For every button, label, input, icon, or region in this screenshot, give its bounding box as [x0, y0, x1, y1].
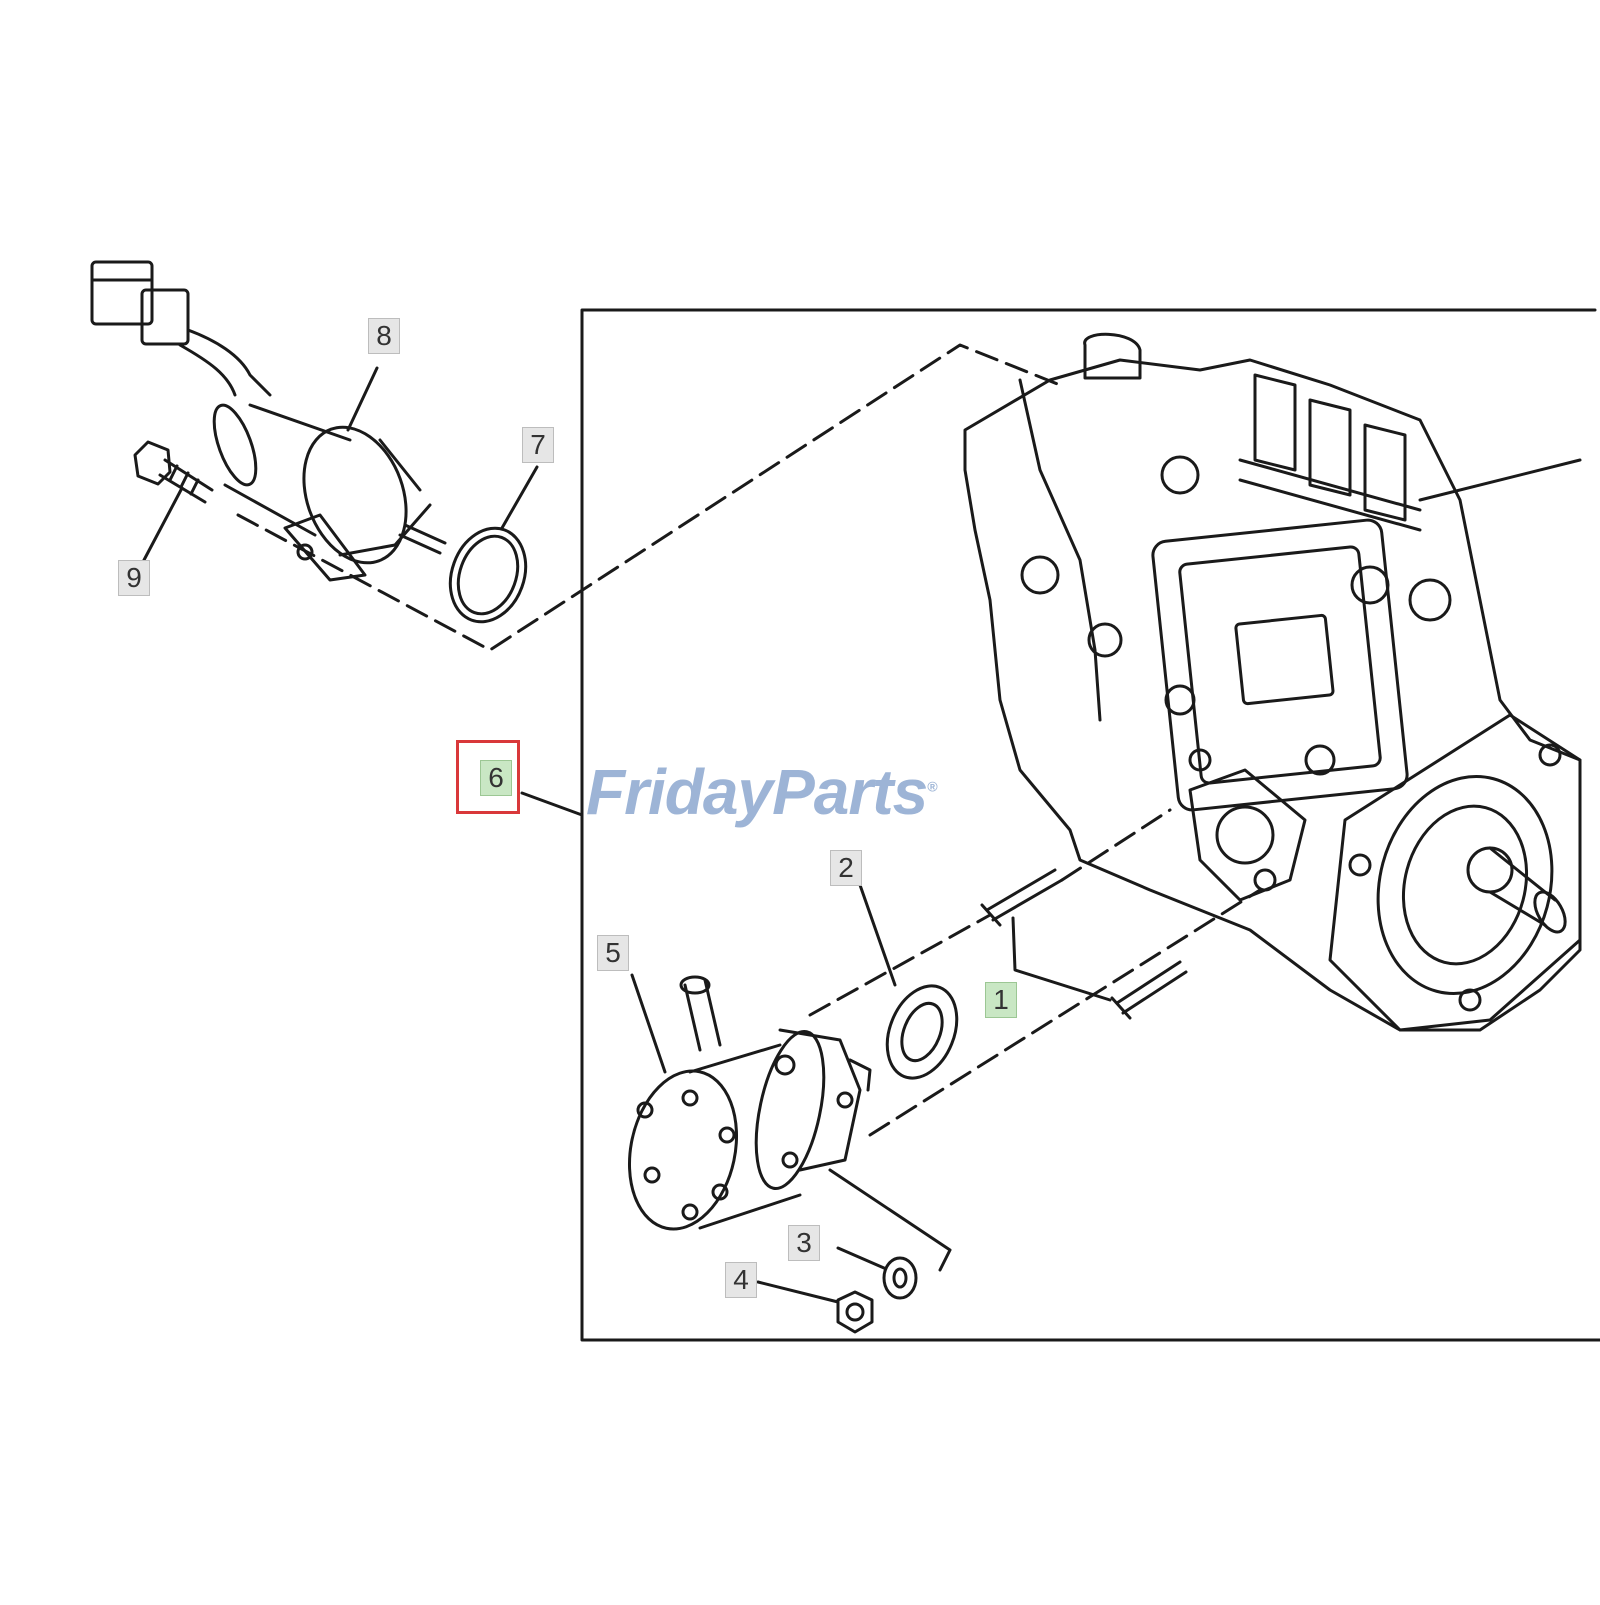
watermark-text-parts: Parts	[772, 756, 928, 828]
callout-9[interactable]: 9	[118, 560, 150, 596]
lift-pump-part-5	[627, 973, 952, 1272]
callout-label: 7	[530, 429, 546, 460]
callout-label: 3	[796, 1227, 812, 1258]
callout-label: 4	[733, 1264, 749, 1295]
gasket-part-2	[885, 984, 959, 1080]
washer-part-3	[836, 1246, 918, 1300]
leader-9	[142, 486, 184, 562]
screw-part-9	[133, 440, 214, 504]
callout-label: 1	[993, 984, 1009, 1015]
assembly-frame	[580, 308, 1600, 1342]
callout-label: 9	[126, 562, 142, 593]
callout-8[interactable]: 8	[368, 318, 400, 354]
watermark-text-friday: Friday	[586, 756, 773, 828]
callout-6-highlight-frame	[456, 740, 520, 814]
callout-7[interactable]: 7	[522, 427, 554, 463]
callout-label: 2	[838, 852, 854, 883]
o-ring-part-7	[448, 526, 528, 624]
registered-mark: ®	[927, 778, 937, 795]
callout-label: 5	[605, 937, 621, 968]
callout-label: 6	[488, 762, 504, 793]
leader-8	[346, 366, 379, 432]
nut-part-4	[756, 1280, 874, 1334]
callout-4[interactable]: 4	[725, 1262, 757, 1298]
leader-7	[500, 465, 539, 530]
dashed-leader-solenoid	[236, 343, 1062, 652]
solenoid-part-8	[90, 260, 447, 582]
leader-2	[858, 883, 897, 987]
callout-5[interactable]: 5	[597, 935, 629, 971]
callout-label: 8	[376, 320, 392, 351]
callout-6[interactable]: 6	[480, 760, 512, 796]
callout-2[interactable]: 2	[830, 850, 862, 886]
callout-3[interactable]: 3	[788, 1225, 820, 1261]
callout-1[interactable]: 1	[985, 982, 1017, 1018]
fridayparts-watermark-logo: FridayParts®	[586, 755, 938, 835]
injection-pump-body	[520, 332, 1582, 1032]
